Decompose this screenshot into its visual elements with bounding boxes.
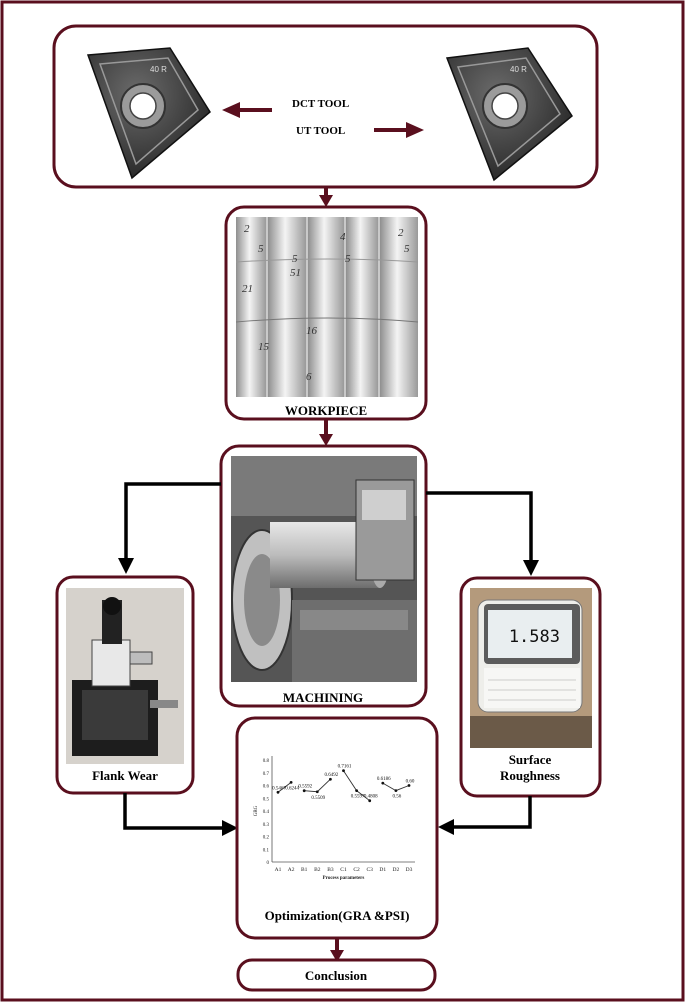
chart-point [368, 799, 372, 803]
ut-tool-insert-image: 40 R [445, 47, 573, 182]
connector-optimization-conclusion-head [330, 950, 344, 962]
workpiece-label: WORKPIECE [285, 403, 367, 418]
connector-machining-flankwear [124, 482, 221, 560]
workpiece-marking: 5 [258, 243, 264, 255]
workpiece-marking: 6 [306, 371, 312, 383]
connector-roughness-optimization [452, 796, 532, 829]
ut-arrow-head [406, 122, 424, 138]
conclusion-label: Conclusion [305, 968, 368, 983]
chart-data-label: 0.5597 [351, 795, 365, 800]
chart-data-label: 0.5509 [311, 796, 325, 801]
machining-photo [231, 456, 417, 682]
flank-wear-microscope-photo [66, 588, 184, 764]
chart-point [289, 780, 293, 784]
chart-y-tick-label: 0.6 [263, 785, 270, 790]
chart-y-tick-label: 0.3 [263, 823, 270, 828]
chart-y-axis-label: GRG [254, 805, 259, 816]
chart-data-label: 0.5592 [298, 785, 312, 790]
chart-data-label: 0.6186 [377, 777, 391, 782]
connector-flankwear-optimization-head [222, 820, 238, 836]
connector-flankwear-optimization [123, 793, 224, 830]
workpiece-marking: 2 [244, 223, 250, 235]
chart-x-tick-label: B2 [314, 867, 321, 873]
workpiece-marking: 4 [340, 231, 346, 243]
workpiece-marking: 2 [398, 227, 404, 239]
chart-x-tick-label: D3 [406, 867, 413, 873]
chart-x-tick-label: D2 [393, 867, 400, 873]
chart-data-label: 0.7161 [338, 765, 352, 770]
chart-y-tick-label: 0.5 [263, 797, 270, 802]
conclusion-box [236, 958, 437, 992]
chart-x-tick-label: B3 [327, 867, 334, 873]
chart-series-line [277, 782, 292, 793]
flank-wear-label: Flank Wear [92, 768, 158, 783]
chart-point [381, 781, 385, 785]
chart-point [302, 789, 306, 793]
chart-point [276, 790, 280, 794]
chart-x-tick-label: A2 [288, 867, 295, 873]
workpiece-marking: 5 [345, 253, 351, 265]
roughness-tester-photo: 1.583 [470, 588, 592, 748]
chart-x-tick-label: A1 [275, 867, 282, 873]
ut-insert-marking: 40 R [510, 65, 527, 74]
chart-data-label: 0.56 [393, 795, 402, 800]
chart-point [315, 790, 319, 794]
chart-y-tick-label: 0 [267, 861, 270, 866]
optimization-box [235, 716, 439, 940]
chart-x-tick-label: C1 [340, 867, 347, 873]
workpiece-marking: 21 [242, 283, 253, 295]
workpiece-photo: 2 5 21 5 51 4 5 16 6 15 2 5 [235, 217, 419, 397]
chart-point [407, 784, 411, 787]
chart-y-tick-label: 0.7 [263, 772, 270, 777]
chart-y-tick-label: 0.4 [263, 810, 270, 815]
connector-workpiece-machining-head [319, 434, 333, 446]
dct-tool-label: DCT TOOL [292, 98, 350, 110]
connector-tools-workpiece-head [319, 195, 333, 207]
chart-y-tick-label: 0.2 [263, 836, 270, 841]
chart-data-label: 0.5467 [272, 786, 286, 791]
chart-data-label: 0.4808 [364, 795, 378, 800]
chart-data-label: 0.60 [406, 780, 415, 785]
chart-point [355, 789, 358, 793]
connector-machining-flankwear-head [118, 558, 134, 574]
dct-insert-marking: 40 R [150, 65, 167, 74]
connector-machining-roughness [426, 491, 533, 562]
surface-roughness-label-line2: Roughness [500, 768, 560, 783]
workpiece-marking: 15 [258, 341, 270, 353]
workpiece-marking: 5 [404, 243, 410, 255]
surface-roughness-label-line1: Surface [509, 752, 552, 767]
chart-data-label: 0.6244 [285, 786, 299, 791]
chart-point [342, 769, 345, 773]
ut-tool-label: UT TOOL [296, 125, 346, 137]
chart-x-tick-label: D1 [379, 867, 386, 873]
optimization-label: Optimization(GRA &PSI) [265, 908, 410, 923]
dct-arrow-head [222, 102, 240, 118]
grg-chart: 0 0.1 0.2 0.3 0.4 0.5 0.6 0.7 0.8A1 A2 B1 B2 B3 C1 C2 C… [254, 756, 415, 881]
connector-machining-roughness-head [523, 560, 539, 576]
chart-x-axis-label: Process parameters [323, 876, 365, 881]
chart-y-tick-label: 0.1 [263, 848, 270, 853]
workpiece-marking: 16 [306, 325, 318, 337]
chart-point [329, 777, 332, 781]
chart-x-tick-label: B1 [301, 867, 308, 873]
connector-roughness-optimization-head [438, 819, 454, 835]
workpiece-marking: 5 [292, 253, 298, 265]
chart-point [394, 789, 398, 792]
chart-x-tick-label: C2 [353, 867, 360, 873]
chart-y-tick-label: 0.8 [263, 759, 270, 764]
chart-data-label: 0.6492 [325, 773, 339, 778]
chart-x-tick-label: C3 [366, 867, 373, 873]
dct-tool-insert-image: 40 R [86, 47, 211, 180]
workpiece-marking: 51 [290, 267, 301, 279]
machining-label: MACHINING [283, 690, 363, 705]
roughness-display-value: 1.583 [509, 627, 560, 647]
